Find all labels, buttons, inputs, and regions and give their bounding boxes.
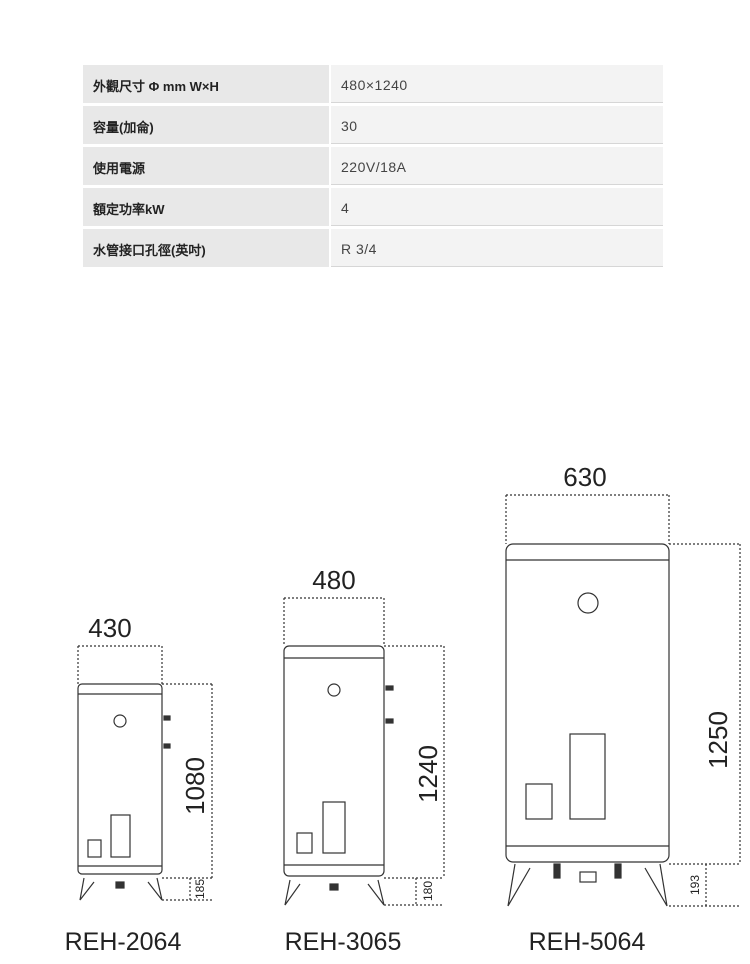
spec-label: 水管接口孔徑(英吋) <box>83 229 329 267</box>
width-label: 480 <box>312 565 355 595</box>
height-label: 1250 <box>703 711 733 769</box>
heater-reh-3065 <box>283 597 445 906</box>
control-panel <box>525 783 553 820</box>
spec-table: 外觀尺寸 Φ mm W×H 480×1240 容量(加侖) 30 使用電源 22… <box>83 65 663 270</box>
model-name: REH-3065 <box>285 928 402 956</box>
heater-reh-2064 <box>77 645 213 901</box>
spec-label: 外觀尺寸 Φ mm W×H <box>83 65 329 103</box>
spec-label: 額定功率kW <box>83 188 329 226</box>
width-label: 430 <box>88 613 131 643</box>
spec-label: 使用電源 <box>83 147 329 185</box>
spec-row-power-supply: 使用電源 220V/18A <box>83 147 663 185</box>
spec-label: 容量(加侖) <box>83 106 329 144</box>
height-label: 1080 <box>180 757 210 815</box>
gauge-icon <box>327 683 341 697</box>
gauge-icon <box>577 592 599 614</box>
leg-height-label: 180 <box>421 881 435 901</box>
spec-row-pipe-size: 水管接口孔徑(英吋) R 3/4 <box>83 229 663 267</box>
gauge-icon <box>113 714 127 728</box>
spec-value: 30 <box>331 106 663 144</box>
model-name: REH-5064 <box>529 928 646 956</box>
tank-body <box>505 543 670 863</box>
spec-row-rated-power: 額定功率kW 4 <box>83 188 663 226</box>
width-label: 630 <box>563 462 606 492</box>
leg-height-label: 193 <box>688 875 702 895</box>
control-panel <box>322 801 346 854</box>
height-label: 1240 <box>413 745 443 803</box>
control-panel <box>110 814 131 858</box>
spec-row-capacity: 容量(加侖) 30 <box>83 106 663 144</box>
spec-value: R 3/4 <box>331 229 663 267</box>
control-panel <box>569 733 606 820</box>
heater-reh-5064 <box>505 494 741 907</box>
control-panel <box>296 832 313 854</box>
spec-row-dimensions: 外觀尺寸 Φ mm W×H 480×1240 <box>83 65 663 103</box>
tank-body <box>77 683 163 875</box>
control-panel <box>87 839 102 858</box>
model-name: REH-2064 <box>65 928 182 956</box>
spec-value: 220V/18A <box>331 147 663 185</box>
spec-value: 4 <box>331 188 663 226</box>
spec-value: 480×1240 <box>331 65 663 103</box>
leg-height-label: 185 <box>193 879 207 899</box>
tank-body <box>283 645 385 877</box>
